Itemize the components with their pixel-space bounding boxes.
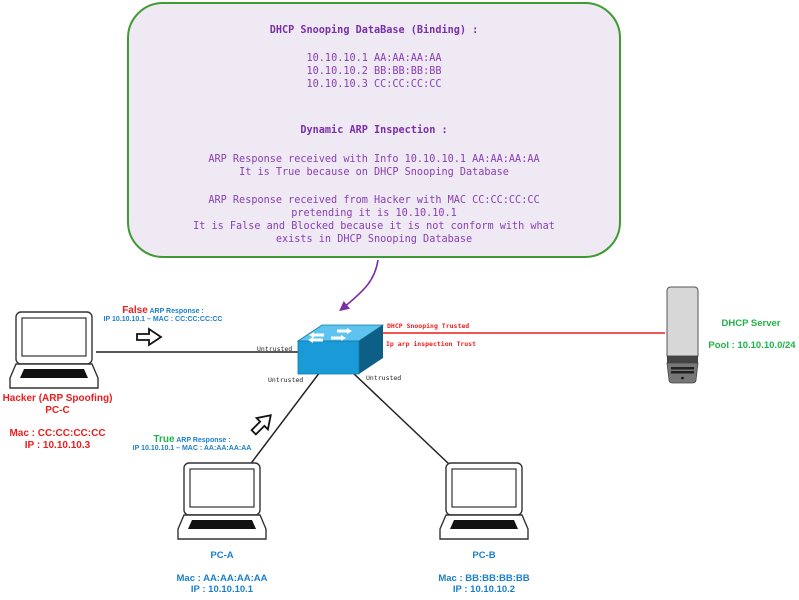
false-arp-label: ARP Response : <box>149 308 204 315</box>
hacker-name: Hacker (ARP Spoofing) <box>2 393 113 404</box>
laptop-icon-pc-a[interactable] <box>177 462 267 540</box>
trusted-label-dhcp: DHCP Snooping Trusted <box>387 322 470 330</box>
hacker-address: Mac : CC:CC:CC:CC IP : 10.10.10.3 <box>0 428 115 452</box>
pc-b-mac: Mac : BB:BB:BB:BB <box>438 573 530 584</box>
hacker-mac: Mac : CC:CC:CC:CC <box>9 428 106 439</box>
laptop-icon-pc-b[interactable] <box>439 462 529 540</box>
true-arp-info: IP 10.10.10.1 – MAC : AA:AA:AA:AA <box>132 445 252 452</box>
link-pcb-switch <box>351 371 451 466</box>
true-arp-annotation: True ARP Response : IP 10.10.10.1 – MAC … <box>122 434 262 452</box>
pc-a-address: Mac : AA:AA:AA:AA IP : 10.10.10.1 <box>162 573 282 595</box>
port-label-bottom-right: Untrusted <box>366 374 402 382</box>
false-case-line: pretending it is 10.10.10.1 <box>291 208 457 219</box>
binding-row: 10.10.10.2 BB:BB:BB:BB <box>306 66 442 77</box>
false-arp-arrow-icon <box>136 327 163 347</box>
pc-a-ip: IP : 10.10.10.1 <box>190 584 254 595</box>
port-label-left: Untrusted <box>257 345 293 353</box>
dai-title: Dynamic ARP Inspection : <box>300 125 448 136</box>
dhcp-db-title: DHCP Snooping DataBase (Binding) : <box>269 25 479 36</box>
pc-a-name: PC-A <box>210 550 234 561</box>
true-case-line: It is True because on DHCP Snooping Data… <box>239 167 509 178</box>
laptop-icon-hacker[interactable] <box>9 311 99 389</box>
port-label-bottom-left: Untrusted <box>268 376 304 384</box>
callout-pointer-arrow <box>339 259 379 312</box>
false-verdict: False <box>122 305 148 316</box>
hacker-label: Hacker (ARP Spoofing) PC-C <box>0 393 115 417</box>
hacker-ip: IP : 10.10.10.3 <box>24 440 91 451</box>
server-name: DHCP Server <box>721 318 781 329</box>
false-arp-info: IP 10.10.10.1 – MAC : CC:CC:CC:CC <box>103 316 223 323</box>
server-icon[interactable] <box>666 286 699 384</box>
pc-a-mac: Mac : AA:AA:AA:AA <box>176 573 268 584</box>
false-case-line: It is False and Blocked because it is no… <box>193 221 555 232</box>
pc-b-address: Mac : BB:BB:BB:BB IP : 10.10.10.2 <box>424 573 544 595</box>
true-verdict: True <box>153 434 175 445</box>
switch-icon[interactable] <box>296 324 385 375</box>
binding-row: 10.10.10.3 CC:CC:CC:CC <box>306 79 442 90</box>
link-pca-switch <box>245 371 321 471</box>
callout-box: DHCP Snooping DataBase (Binding) : 10.10… <box>127 2 621 258</box>
false-case-line: exists in DHCP Snooping Database <box>275 234 473 245</box>
hacker-pc-name: PC-C <box>45 405 70 416</box>
server-pool: Pool : 10.10.10.0/24 <box>708 340 796 351</box>
pc-b-ip: IP : 10.10.10.2 <box>452 584 516 595</box>
binding-row: 10.10.10.1 AA:AA:AA:AA <box>306 53 442 64</box>
true-arp-arrow-icon <box>250 414 272 436</box>
trusted-label-arp: Ip arp inspection Trust <box>386 340 477 348</box>
false-arp-annotation: False ARP Response : IP 10.10.10.1 – MAC… <box>98 305 228 323</box>
true-arp-label: ARP Response : <box>176 437 231 444</box>
true-case-line: ARP Response received with Info 10.10.10… <box>208 154 540 165</box>
false-case-line: ARP Response received from Hacker with M… <box>208 195 540 206</box>
pc-b-name: PC-B <box>472 550 496 561</box>
